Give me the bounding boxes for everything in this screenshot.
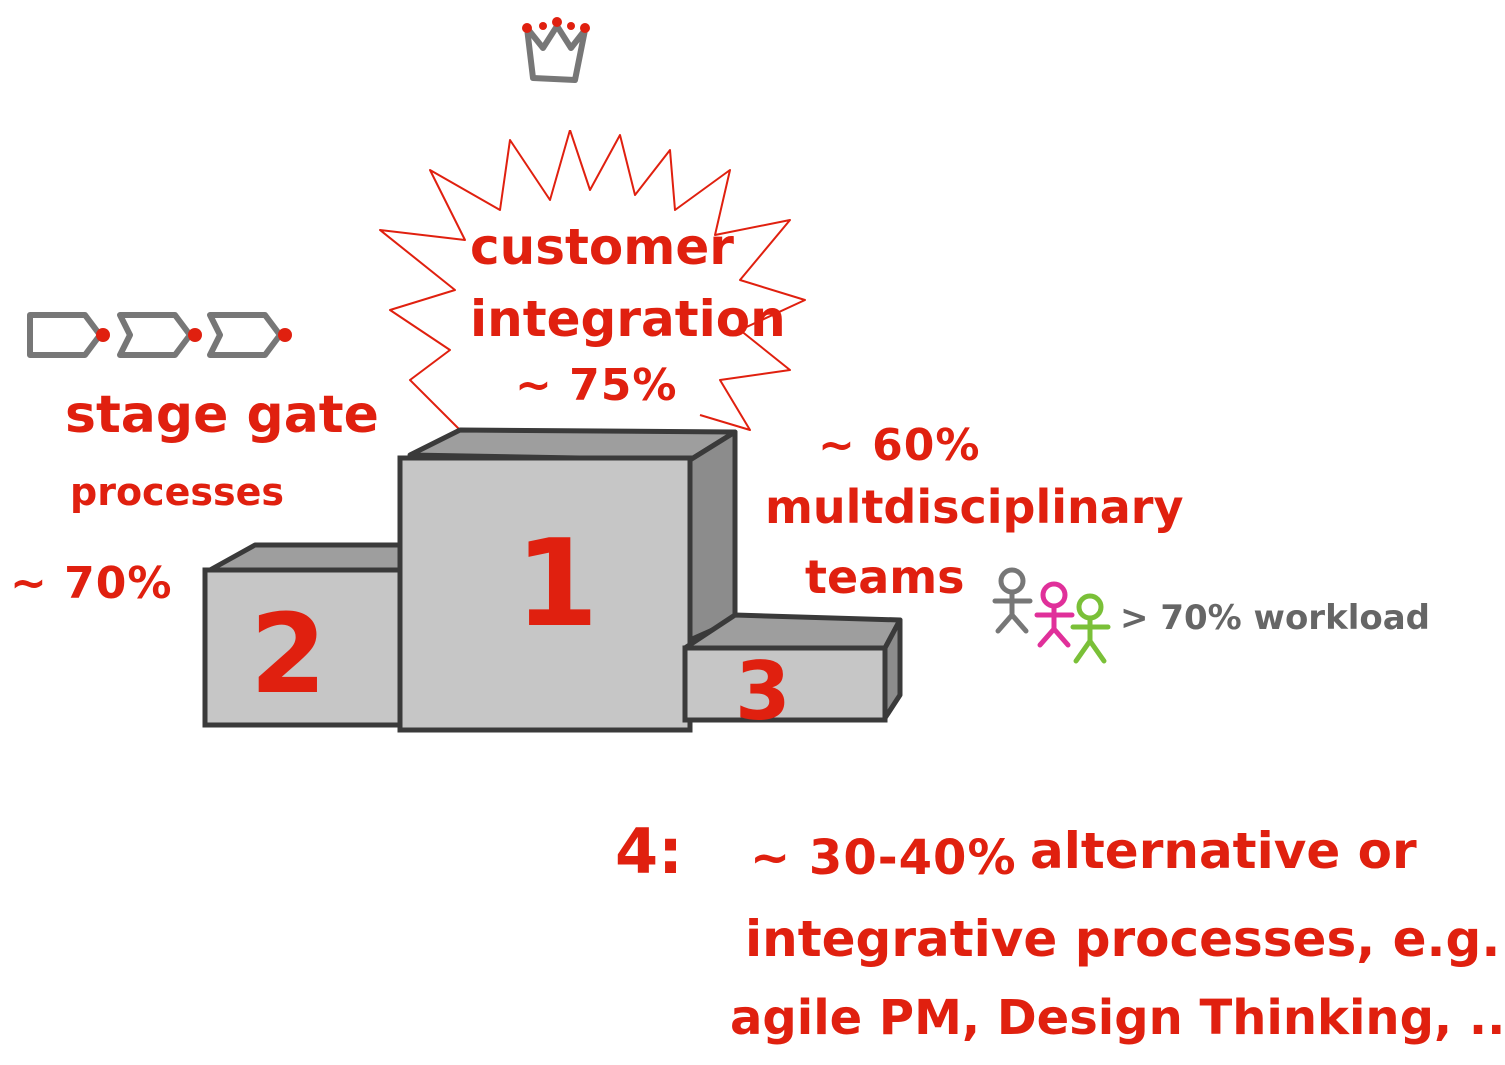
- crown-icon: [522, 17, 590, 83]
- second-place-number: 2: [250, 590, 327, 718]
- fourth-percent: ~ 30-40%: [750, 830, 1017, 886]
- team-workload-note: > 70% workload: [1120, 598, 1430, 638]
- first-title-line2: integration: [470, 290, 786, 348]
- team-people-icon: [992, 567, 1111, 664]
- fourth-label: 4:: [615, 815, 683, 888]
- second-percent: ~ 70%: [10, 558, 173, 609]
- first-percent: ~ 75%: [515, 360, 678, 411]
- third-title-line2: teams: [805, 550, 965, 604]
- second-title-line2: processes: [70, 470, 284, 514]
- podium: [202, 427, 903, 733]
- stage-gate-icon: [27, 312, 292, 358]
- third-title-line1: multdisciplinary: [765, 480, 1184, 534]
- first-place-number: 1: [515, 515, 599, 654]
- third-place-number: 3: [735, 645, 791, 738]
- third-percent: ~ 60%: [818, 420, 981, 471]
- fourth-line2: integrative processes, e.g.: [745, 910, 1501, 968]
- starburst-icon: [379, 130, 806, 431]
- fourth-line3: agile PM, Design Thinking, ...: [730, 990, 1505, 1046]
- second-title-line1: stage gate: [65, 385, 379, 445]
- fourth-line1: alternative or: [1030, 822, 1417, 880]
- first-title-line1: customer: [470, 218, 734, 276]
